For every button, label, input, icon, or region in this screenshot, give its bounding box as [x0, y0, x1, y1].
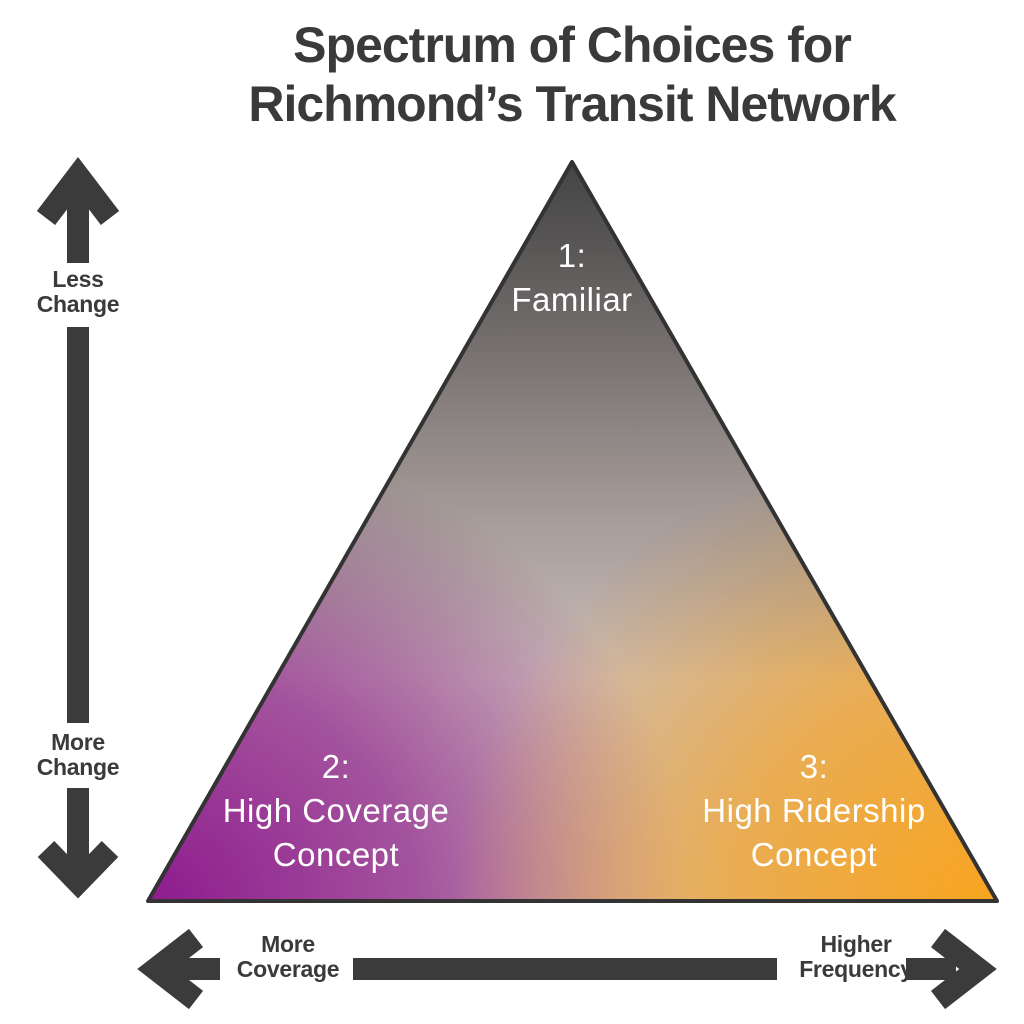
vertical-axis-bottom-label: More Change — [3, 730, 153, 780]
corner-label-familiar: 1: Familiar — [422, 234, 722, 322]
vertical-axis-arrow — [36, 157, 120, 899]
page-title: Spectrum of Choices for Richmond’s Trans… — [120, 16, 1024, 134]
vertical-axis-shaft-bottom — [67, 788, 89, 868]
horizontal-axis-left-label: More Coverage — [213, 932, 363, 982]
vertical-axis-top-label: Less Change — [3, 267, 153, 317]
vertical-axis-shaft-top — [67, 192, 89, 263]
corner-3-name: High Ridership — [702, 792, 926, 829]
more-coverage-line-2: Coverage — [236, 956, 340, 982]
corner-2-name-2: Concept — [272, 836, 400, 873]
more-coverage-line-1: More — [261, 931, 315, 957]
more-change-line-2: Change — [36, 754, 120, 780]
higher-frequency-line-2: Frequency — [799, 956, 913, 982]
horizontal-axis-right-label: Higher Frequency — [781, 932, 931, 982]
more-change-line-1: More — [51, 729, 105, 755]
corner-3-number: 3: — [799, 748, 829, 785]
corner-1-name: Familiar — [511, 281, 633, 318]
horizontal-axis-shaft-left — [172, 958, 220, 980]
higher-frequency-line-1: Higher — [820, 931, 892, 957]
spectrum-triangle — [146, 160, 999, 903]
less-change-line-2: Change — [36, 291, 120, 317]
triangle-outline — [146, 160, 999, 903]
right-arrowhead-icon — [930, 928, 997, 1010]
horizontal-axis-shaft-middle — [353, 958, 777, 980]
title-line-2: Richmond’s Transit Network — [248, 76, 896, 132]
down-arrowhead-icon — [37, 840, 119, 899]
less-change-line-1: Less — [52, 266, 104, 292]
corner-label-high-coverage: 2: High Coverage Concept — [186, 745, 486, 877]
up-arrowhead-icon — [36, 157, 120, 225]
corner-2-name: High Coverage — [222, 792, 450, 829]
corner-1-number: 1: — [557, 237, 587, 274]
vertical-axis-shaft-middle — [67, 327, 89, 723]
corner-3-name-2: Concept — [750, 836, 878, 873]
left-arrowhead-icon — [137, 928, 204, 1010]
corner-2-number: 2: — [321, 748, 351, 785]
triangle-gray-gradient — [148, 162, 997, 901]
horizontal-axis-arrow — [137, 928, 997, 1010]
corner-label-high-ridership: 3: High Ridership Concept — [664, 745, 964, 877]
horizontal-axis-shaft-right — [906, 958, 956, 980]
title-line-1: Spectrum of Choices for — [293, 17, 852, 73]
